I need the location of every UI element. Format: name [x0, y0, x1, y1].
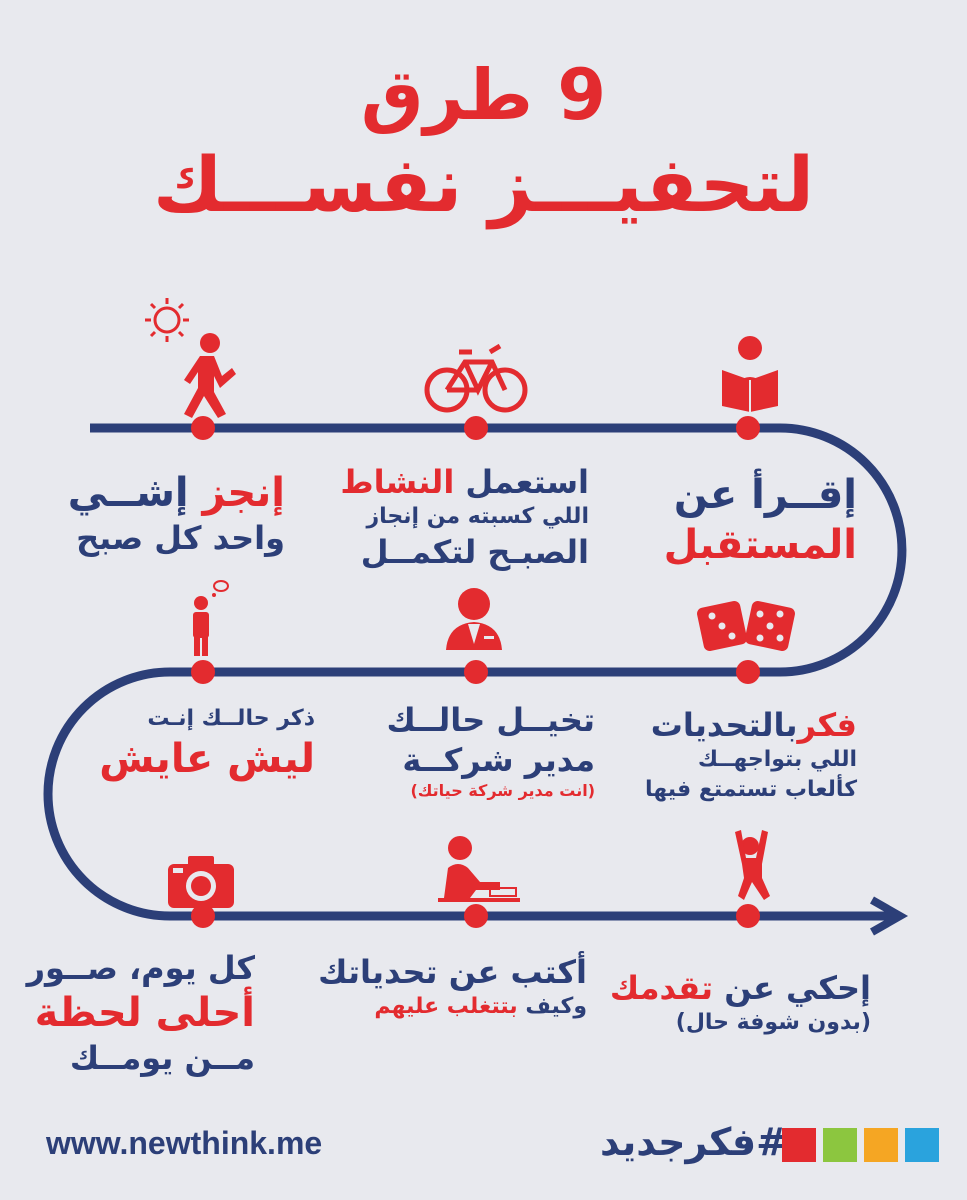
step-text: إشــي [67, 470, 189, 516]
step-read-future: إقــرأ عن المستقبل [664, 470, 857, 570]
step-text: بالتحديات [650, 706, 798, 744]
cheering-person-icon [735, 830, 770, 900]
color-square [823, 1128, 857, 1162]
step-dot [191, 660, 215, 684]
website-link[interactable]: www.newthink.me [46, 1125, 323, 1161]
step-remember-why: ذكر حالــك إنـت ليش عايش [99, 704, 315, 784]
step-text: ذكر حالــك إنـت [147, 706, 315, 731]
step-think-challenges: فكربالتحديات اللي بتواجهــك كألعاب تستمت… [645, 705, 857, 805]
step-write-challenges: أكتب عن تحدياتك وكيف بتتغلب عليهم [318, 952, 587, 1022]
step-dot [464, 904, 488, 928]
step-use-energy: استعمل النشاط اللي كسبته من إنجاز الصبـح… [340, 462, 589, 572]
step-dot [736, 416, 760, 440]
step-text: مــن يومــك [69, 1039, 255, 1077]
camera-icon [168, 856, 234, 908]
step-note: (انت مدير شركة حياتك) [410, 781, 595, 800]
step-text: تخيــل حالــك [386, 701, 595, 739]
step-do-something: إنجز إشــي واحد كل صبح [68, 468, 285, 558]
step-text: مدير شركــة [402, 741, 595, 779]
step-text: (بدون شوفة حال) [675, 1010, 871, 1035]
businessman-icon [446, 588, 502, 650]
walking-sun-icon [145, 298, 236, 418]
step-text: اللي بتواجهــك [697, 747, 857, 772]
step-text: إحكي عن [724, 969, 871, 1007]
step-text: أكتب عن تحدياتك [318, 953, 587, 991]
step-highlight: بتتغلب عليهم [374, 994, 518, 1019]
step-highlight: المستقبل [663, 522, 857, 568]
step-dot [464, 660, 488, 684]
step-talk-progress: إحكي عن تقدمك (بدون شوفة حال) [610, 968, 871, 1038]
step-text: كألعاب تستمتع فيها [645, 777, 857, 802]
thinking-person-icon [193, 580, 229, 656]
reading-icon [722, 336, 778, 412]
step-highlight: النشاط [340, 463, 455, 501]
step-text: اللي كسبته من إنجاز [366, 504, 589, 529]
step-text: استعمل [465, 463, 589, 501]
step-dot [736, 904, 760, 928]
step-dot [191, 416, 215, 440]
writing-person-icon [438, 836, 520, 902]
step-text: كل يوم، صــور [26, 949, 255, 987]
step-dot [191, 904, 215, 928]
title-line2: لتحفيـــز نفســـك [153, 140, 814, 229]
dice-icon [697, 601, 795, 651]
color-square [905, 1128, 939, 1162]
bicycle-icon [424, 343, 528, 413]
step-dot [464, 416, 488, 440]
color-square [864, 1128, 898, 1162]
step-highlight: ليش عايش [99, 736, 315, 782]
step-highlight: تقدمك [609, 969, 714, 1007]
step-text: واحد كل صبح [76, 519, 285, 557]
step-dot [736, 660, 760, 684]
step-text: وكيف [525, 994, 587, 1019]
step-highlight: فكر [797, 706, 857, 744]
step-text: إقــرأ عن [673, 472, 857, 518]
title-line1: 9 طرق [360, 54, 607, 136]
step-highlight: أحلى لحظة [34, 990, 255, 1036]
step-photo-moment: كل يوم، صــور أحلى لحظة مــن يومــك [27, 948, 255, 1078]
step-imagine-manager: تخيــل حالــك مدير شركــة (انت مدير شركة… [387, 700, 595, 802]
hashtag: #فكرجديد [600, 1120, 789, 1164]
step-highlight: إنجز [202, 470, 285, 516]
step-text: الصبـح لتكمــل [360, 533, 589, 571]
color-square [782, 1128, 816, 1162]
